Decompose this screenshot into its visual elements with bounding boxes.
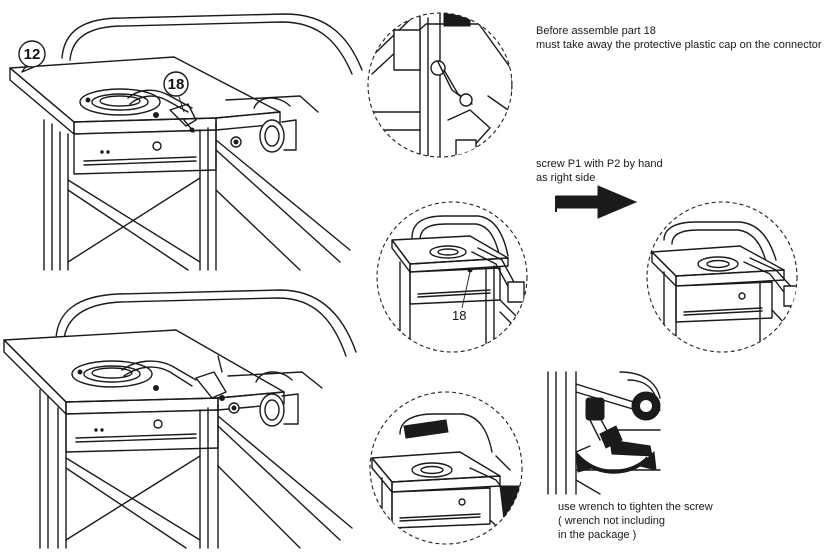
- note-wrench-line2: ( wrench not including: [558, 515, 666, 527]
- detail-part-label: 18: [452, 308, 466, 323]
- detail-view-wrench: [369, 391, 523, 545]
- detail-view-install-part-18: 18: [376, 201, 528, 353]
- part-number-callout: 18: [168, 76, 185, 93]
- top-left-assembly-view: 12 18: [9, 13, 363, 271]
- note-screw-line2: as right side: [536, 172, 596, 184]
- step-number-callout: 12: [24, 46, 41, 63]
- note-screw-line1: screw P1 with P2 by hand: [536, 158, 663, 170]
- detail-view-remove-cap: [367, 12, 513, 158]
- right-arrow-icon: [555, 185, 638, 219]
- note-wrench-line3: in the package ): [558, 529, 637, 541]
- note-wrench-line1: use wrench to tighten the screw: [558, 501, 713, 513]
- note-remove-cap-line1: Before assemble part 18: [536, 25, 656, 37]
- detail-view-result: [646, 201, 798, 353]
- bottom-left-assembly-view: [3, 289, 357, 549]
- note-remove-cap-line2: must take away the protective plastic ca…: [536, 39, 822, 51]
- wrench-closeup: [547, 370, 661, 495]
